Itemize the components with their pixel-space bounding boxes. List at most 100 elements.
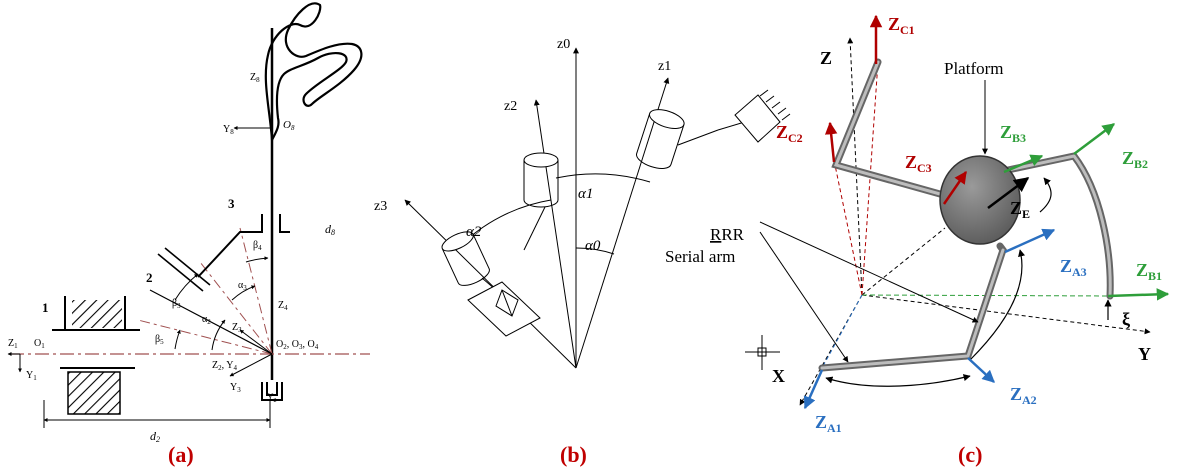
- svg-text:Z2, Y4: Z2, Y4: [212, 360, 237, 372]
- handwriting-trace: [264, 2, 363, 141]
- end-effector-cube: [467, 281, 541, 337]
- svg-text:α2: α2: [202, 314, 211, 326]
- svg-text:Z3: Z3: [232, 322, 242, 334]
- svg-text:d2: d2: [150, 429, 160, 444]
- alpha3-line: [239, 227, 273, 355]
- joint-3-cylinder: [441, 231, 490, 286]
- label-y2: Y: [267, 392, 274, 402]
- caption-a: (a): [168, 442, 194, 467]
- svg-text:Z8: Z8: [250, 72, 260, 84]
- legs: [818, 58, 1114, 372]
- label-zb2: Z: [1122, 148, 1134, 168]
- svg-text:β3: β3: [172, 298, 181, 310]
- label-alpha1: α1: [578, 186, 593, 202]
- y-axis: [861, 294, 1151, 335]
- svg-text:ZC3: ZC3: [905, 152, 932, 175]
- svg-text:ZA3: ZA3: [1060, 256, 1087, 279]
- label-alpha0: α0: [585, 238, 601, 254]
- bracket-2: [164, 247, 211, 286]
- svg-text:Y2: Y2: [267, 392, 277, 404]
- label-o234: O: [276, 339, 283, 350]
- panel-c: Z X Y ξ Platform RRR Serial arm ZE ZC1 Z…: [665, 14, 1170, 467]
- label-za3: Z: [1060, 256, 1072, 276]
- label-zc2: Z: [776, 122, 788, 142]
- label-beta5: β: [155, 334, 160, 345]
- label-x: X: [772, 366, 785, 386]
- svg-text:α3: α3: [238, 280, 247, 292]
- svg-text:d8: d8: [325, 222, 335, 237]
- label-beta3: β: [172, 298, 177, 309]
- label-alpha2: α: [202, 314, 208, 325]
- svg-text:Y8: Y8: [223, 124, 234, 136]
- label-za2: Z: [1010, 384, 1022, 404]
- label-d8: d: [325, 222, 332, 236]
- label-3: 3: [228, 196, 235, 211]
- arm-link: [149, 289, 273, 355]
- caption-b: (b): [560, 442, 587, 467]
- label-y1: Y: [26, 370, 33, 381]
- label-platform: Platform: [944, 59, 1004, 78]
- label-b-z3: z3: [374, 199, 387, 214]
- label-zb1: Z: [1136, 260, 1148, 280]
- fixed-base: [734, 94, 781, 143]
- label-z: Z: [820, 48, 832, 68]
- svg-text:RRR: RRR: [710, 225, 745, 244]
- label-z1: Z: [8, 338, 14, 349]
- label-za1: Z: [815, 412, 827, 432]
- zb2-arrow: [1073, 123, 1115, 155]
- label-z8: Z: [250, 72, 256, 83]
- svg-text:ZB3: ZB3: [1000, 122, 1026, 145]
- label-zc1: Z: [888, 14, 900, 34]
- zb3-arrow: [1003, 154, 1044, 174]
- svg-text:Z1: Z1: [8, 338, 18, 350]
- alpha0-arc: [575, 247, 615, 255]
- panel-a: Z8 Y8 O8 d8 3 2 1 β4 α3 β3 α2 β5 Z4 Z3 O…: [7, 2, 370, 467]
- svg-text:ZA2: ZA2: [1010, 384, 1037, 407]
- label-rrr-underlined: R: [710, 225, 722, 244]
- crosshair-icon: [745, 335, 780, 370]
- svg-text:ZB1: ZB1: [1136, 260, 1162, 283]
- svg-text:O8: O8: [283, 119, 295, 132]
- joint-2-cylinder: [523, 152, 559, 208]
- svg-text:ZA1: ZA1: [815, 412, 842, 435]
- label-xi: ξ: [1122, 309, 1130, 330]
- label-zc3: Z: [905, 152, 917, 172]
- svg-text:β5: β5: [155, 334, 164, 346]
- z-axis: [847, 37, 863, 296]
- joint-1-cylinder: [636, 109, 685, 169]
- gripper: [261, 382, 283, 401]
- label-y3: Y: [230, 382, 237, 393]
- label-y: Y: [1138, 344, 1151, 364]
- alpha2-line: [199, 261, 273, 355]
- label-b-z2: z2: [504, 99, 517, 114]
- label-d2: d: [150, 429, 157, 443]
- zc2-arrow: [824, 121, 838, 163]
- label-y8: Y: [223, 124, 230, 135]
- zc3-arrow: [942, 170, 968, 205]
- z2-axis: [533, 99, 577, 369]
- za2-arrow: [967, 357, 995, 383]
- label-ze: Z: [1010, 198, 1022, 218]
- zb1-arrow: [1107, 288, 1170, 301]
- svg-text:Y3: Y3: [230, 382, 241, 394]
- label-beta4: β: [253, 240, 258, 251]
- x-axis: [799, 294, 863, 406]
- label-1: 1: [42, 300, 49, 315]
- label-serial-arm: Serial arm: [665, 247, 735, 266]
- svg-text:ZC1: ZC1: [888, 14, 915, 37]
- alpha1-arc: [555, 173, 651, 183]
- svg-text:ZE: ZE: [1010, 198, 1030, 221]
- panel-b: z0 z1 z2 z3 α1 α0 α2 (b): [374, 37, 791, 467]
- beta5-line: [137, 319, 273, 355]
- label-z4: Z: [278, 300, 284, 311]
- svg-text:O2, O3, O4: O2, O3, O4: [276, 339, 319, 351]
- label-z3: Z: [232, 322, 238, 333]
- svg-text:Y1: Y1: [26, 370, 37, 382]
- label-o1: O: [34, 338, 41, 349]
- label-2: 2: [146, 270, 153, 285]
- label-b-z0: z0: [557, 37, 570, 52]
- svg-text:ZB2: ZB2: [1122, 148, 1148, 171]
- label-zb3: Z: [1000, 122, 1012, 142]
- ze-arrow: [987, 177, 1030, 209]
- label-alpha2: α2: [466, 224, 482, 240]
